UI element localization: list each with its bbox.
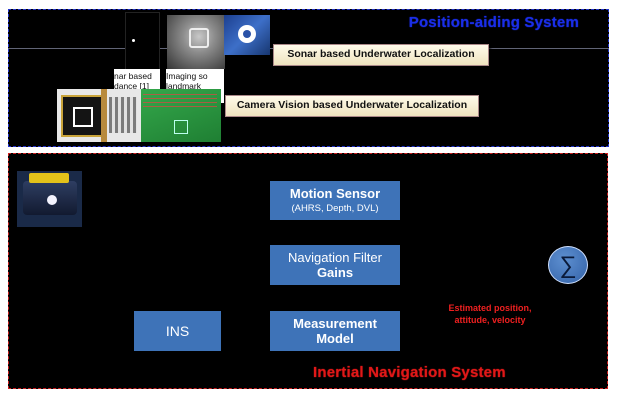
sonar-image-2 bbox=[167, 15, 225, 69]
navigation-filter-line1: Navigation Filter bbox=[288, 250, 382, 265]
measurement-line1: Measurement bbox=[293, 316, 377, 331]
sonar-caption-1-line2: dance [1] bbox=[114, 81, 149, 91]
motion-sensor-title: Motion Sensor bbox=[289, 186, 381, 201]
camera-image-1 bbox=[57, 89, 141, 142]
sonar-caption-2-line2: landmark bbox=[166, 81, 201, 91]
inertial-navigation-title: Inertial Navigation System bbox=[313, 364, 506, 381]
sonar-caption-1-line1: nar based bbox=[114, 71, 152, 81]
sonar-caption-2-line1: Imaging so bbox=[166, 71, 208, 81]
navigation-filter-line2: Gains bbox=[316, 265, 354, 280]
summation-icon: ∑ bbox=[548, 246, 588, 284]
motion-sensor-subtitle: (AHRS, Depth, DVL) bbox=[291, 203, 379, 214]
camera-localization-callout: Camera Vision based Underwater Localizat… bbox=[225, 95, 479, 117]
camera-image-2 bbox=[141, 89, 221, 142]
motion-sensor-block: Motion Sensor (AHRS, Depth, DVL) bbox=[270, 181, 400, 220]
sonar-image-1 bbox=[125, 12, 160, 70]
estimated-output-label: Estimated position, attitude, velocity bbox=[448, 303, 532, 325]
sonar-localization-callout: Sonar based Underwater Localization bbox=[273, 44, 489, 66]
measurement-model-block: Measurement Model bbox=[270, 311, 400, 351]
navigation-filter-block: Navigation Filter Gains bbox=[270, 245, 400, 285]
position-aiding-title: Position-aiding System bbox=[408, 14, 579, 31]
ins-block: INS bbox=[134, 311, 221, 351]
sonar-image-3 bbox=[224, 15, 270, 55]
measurement-line2: Model bbox=[316, 331, 354, 346]
rov-image bbox=[17, 171, 82, 227]
